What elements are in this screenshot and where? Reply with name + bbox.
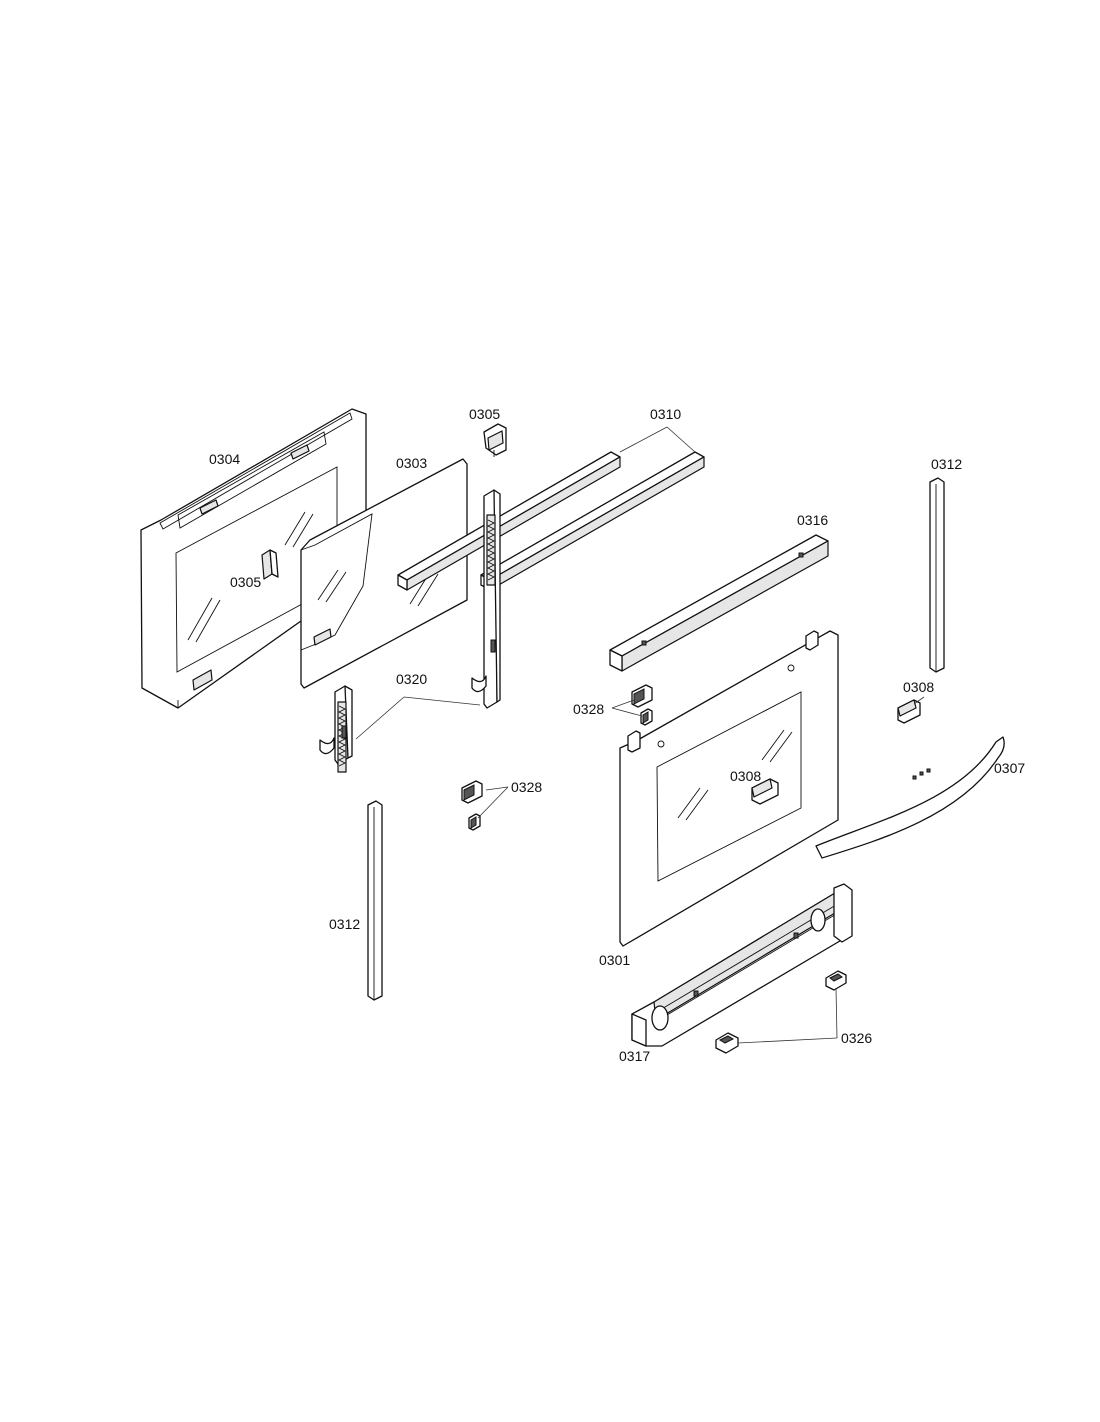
part-0312-side-strip-left: [367, 800, 383, 1001]
callout-0312-right: 0312: [931, 456, 962, 472]
part-0328-clip-left-a: [461, 780, 483, 804]
callout-0328-right: 0328: [573, 701, 604, 717]
callout-0320: 0320: [396, 671, 427, 687]
callout-0312-left: 0312: [329, 916, 360, 932]
part-0308-block-right: [897, 699, 921, 724]
part-0305-clip-upper: [483, 423, 507, 457]
part-0308-block-center: [751, 778, 779, 805]
callout-0305-lower: 0305: [230, 574, 261, 590]
part-0320-hinge-right: [471, 489, 501, 709]
callout-0305-upper: 0305: [469, 406, 500, 422]
part-0305-clip-lower: [261, 549, 279, 580]
part-0304-outer-door-panel: [140, 408, 367, 709]
part-0316-top-profile-bar: [609, 534, 829, 672]
part-0328-clip-left-b: [468, 813, 481, 831]
part-0320-hinge-left: [319, 685, 353, 773]
part-0317-bottom-frame: [631, 883, 853, 1047]
callout-0308-center: 0308: [730, 768, 761, 784]
part-0301-front-door-frame: [619, 630, 839, 947]
callout-0307: 0307: [994, 760, 1025, 776]
part-0328-clip-right-b: [640, 708, 653, 726]
callout-0301: 0301: [599, 952, 630, 968]
callout-0316: 0316: [797, 512, 828, 528]
part-0312-side-strip-right: [929, 477, 945, 673]
callout-labels: 0304 0303 0305 0305 0310 0312 0316 0308 …: [209, 406, 1025, 1064]
part-0310-trim-strip-1: [397, 451, 621, 591]
leader-lines: [355, 426, 925, 1044]
callout-0310: 0310: [650, 406, 681, 422]
part-0307-door-handle: [815, 736, 1005, 859]
callout-0326: 0326: [841, 1030, 872, 1046]
callout-0304: 0304: [209, 451, 240, 467]
callout-0303: 0303: [396, 455, 427, 471]
callout-0308-right: 0308: [903, 679, 934, 695]
callout-0328-left: 0328: [511, 779, 542, 795]
part-0328-clip-right-a: [631, 684, 653, 708]
part-0326-block-lower: [715, 1032, 739, 1054]
part-0326-block-upper: [825, 970, 847, 991]
callout-0317: 0317: [619, 1048, 650, 1064]
